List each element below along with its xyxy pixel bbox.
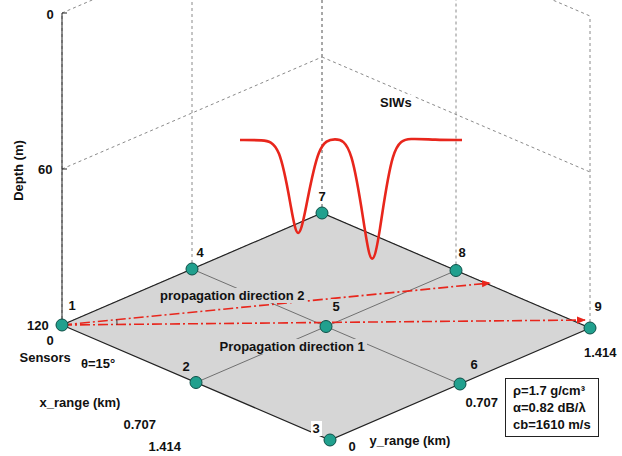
angle-label: θ=15° [79,356,117,371]
sensor-number: 4 [195,245,206,260]
tick-label: 0 [45,7,56,22]
sensor-dot [320,321,332,333]
parameter-text: cb=1610 m/s [513,416,591,433]
axis-label: Depth (m) [10,138,25,203]
sensor-group [56,207,596,446]
tick-label: 120 [25,318,51,333]
tick-label: 0 [45,333,56,348]
sensor-dot [186,263,198,275]
sensor-dot [56,319,68,331]
tick-label: 0 [347,439,358,454]
tick-label: 60 [36,162,54,177]
sensor-number: 8 [457,245,468,260]
tick-label: 0.707 [464,395,501,410]
floor-grid [192,269,460,384]
parameter-box: ρ=1.7 g/cm³α=0.82 dB/λcb=1610 m/s [505,378,599,437]
sensor-dot [324,434,336,446]
sensor-number: 1 [67,298,78,313]
sensor-dot [190,377,202,389]
propagation-arrow [62,283,490,325]
axis-label: Sensors [18,350,73,365]
siw-waveform [240,139,462,259]
wave-label: SIWs [378,95,414,110]
sensor-dot [450,265,462,277]
sensor-number: 7 [317,189,328,204]
parameter-text: α=0.82 dB/λ [513,399,591,416]
sensor-dot [584,322,596,334]
tick-label: 0.707 [122,417,159,432]
parameter-text: ρ=1.7 g/cm³ [513,382,591,399]
sensor-dot [454,378,466,390]
axis-label: x_range (km) [38,395,123,410]
sensor-dot [316,207,328,219]
axis-label: y_range (km) [368,433,453,448]
tick-label: 1.414 [582,345,619,360]
tick-label: 1.414 [147,439,184,454]
sensor-number: 9 [593,299,604,314]
sensor-number: 2 [181,359,192,374]
sensor-number: 5 [331,299,342,314]
sensor-number: 3 [311,421,322,436]
depth-tick [62,13,67,14]
direction-label: propagation direction 2 [158,288,306,303]
sensor-number: 6 [469,357,480,372]
depth-tick [62,169,67,170]
angle-arc [116,320,117,325]
direction-label: Propagation direction 1 [218,339,367,354]
